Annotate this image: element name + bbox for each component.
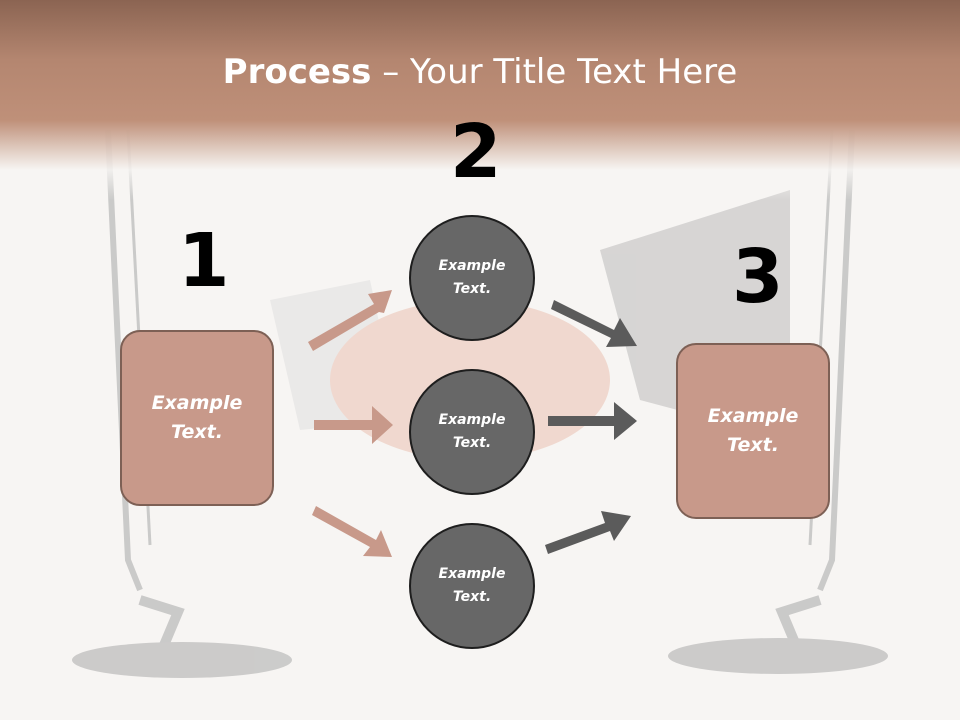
circle-bottom-text: Example Text.: [411, 563, 533, 609]
circle-middle: Example Text.: [409, 369, 535, 495]
arrow-left-to-bottom: [312, 506, 392, 557]
circle-bottom: Example Text.: [409, 523, 535, 649]
left-box-line-1: Example: [151, 392, 243, 414]
right-text-box: Example Text.: [676, 343, 830, 519]
arrow-left-to-top: [308, 290, 392, 351]
circle-top-line-2: Text.: [452, 281, 492, 297]
arrow-left-to-middle: [314, 406, 393, 444]
title-banner: [0, 0, 960, 200]
circle-middle-line-2: Text.: [452, 435, 492, 451]
circle-middle-line-1: Example: [438, 412, 506, 428]
circle-middle-text: Example Text.: [411, 409, 533, 455]
step-number-2: 2: [450, 109, 502, 195]
right-box-line-2: Text.: [727, 434, 779, 456]
left-box-line-2: Text.: [171, 421, 223, 443]
right-box-line-1: Example: [707, 405, 799, 427]
page-title: Process – Your Title Text Here: [0, 52, 960, 92]
step-number-3: 3: [732, 234, 784, 320]
circle-bottom-line-2: Text.: [452, 589, 492, 605]
arrow-bottom-to-right: [545, 511, 631, 554]
arrow-middle-to-right: [548, 402, 637, 440]
left-text-box: Example Text.: [120, 330, 274, 506]
arrow-top-to-right: [551, 300, 637, 347]
step-number-1: 1: [178, 218, 230, 304]
title-rest: Your Title Text Here: [410, 52, 738, 92]
right-box-text: Example Text.: [678, 402, 828, 460]
circle-top-text: Example Text.: [411, 255, 533, 301]
circle-top: Example Text.: [409, 215, 535, 341]
circle-top-line-1: Example: [438, 258, 506, 274]
left-box-text: Example Text.: [122, 389, 272, 447]
circle-bottom-line-1: Example: [438, 566, 506, 582]
title-bold: Process: [222, 52, 372, 92]
title-separator: –: [371, 52, 411, 92]
